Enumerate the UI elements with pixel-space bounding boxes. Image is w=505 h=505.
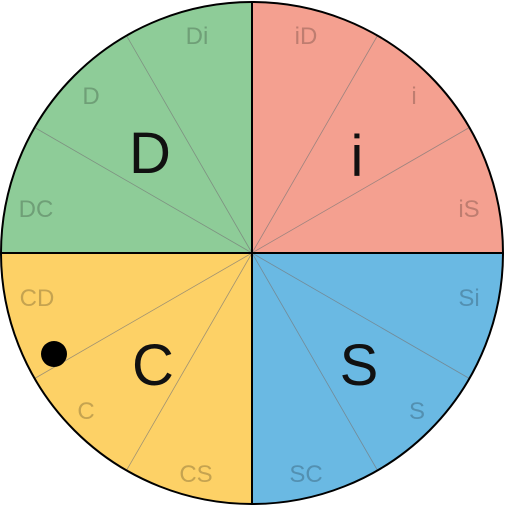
sub-divider-line xyxy=(34,252,253,379)
sub-label-cd: CD xyxy=(20,285,55,312)
quadrant-letter-c: C xyxy=(132,333,174,398)
sub-label-id: iD xyxy=(295,23,318,50)
quadrant-letter-s: S xyxy=(340,333,379,398)
sub-divider-line xyxy=(126,252,253,471)
quadrant-d xyxy=(1,2,252,253)
sub-divider-line xyxy=(251,35,378,254)
sub-label-dc: DC xyxy=(19,196,54,223)
sub-label-i: i xyxy=(411,83,416,110)
quadrant-i xyxy=(252,2,503,253)
quadrant-letter-i: i xyxy=(351,124,364,189)
sub-label-s: S xyxy=(409,398,425,425)
sub-label-cs: CS xyxy=(179,461,212,488)
quadrant-letter-d: D xyxy=(129,121,171,186)
quadrant-c xyxy=(1,253,252,504)
sub-label-c: C xyxy=(77,398,94,425)
position-marker xyxy=(41,341,67,367)
sub-divider-line xyxy=(251,127,470,254)
sub-divider-line xyxy=(251,252,378,471)
sub-label-si: Si xyxy=(458,285,479,312)
sub-divider-line xyxy=(126,35,253,254)
sub-label-d: D xyxy=(82,83,99,110)
sub-segment-dividers xyxy=(34,35,470,471)
quadrant-s xyxy=(252,253,503,504)
sub-divider-line xyxy=(34,127,253,254)
sub-divider-line xyxy=(251,252,470,379)
sub-label-is: iS xyxy=(458,196,479,223)
sub-label-sc: SC xyxy=(289,461,322,488)
sub-label-di: Di xyxy=(186,23,209,50)
